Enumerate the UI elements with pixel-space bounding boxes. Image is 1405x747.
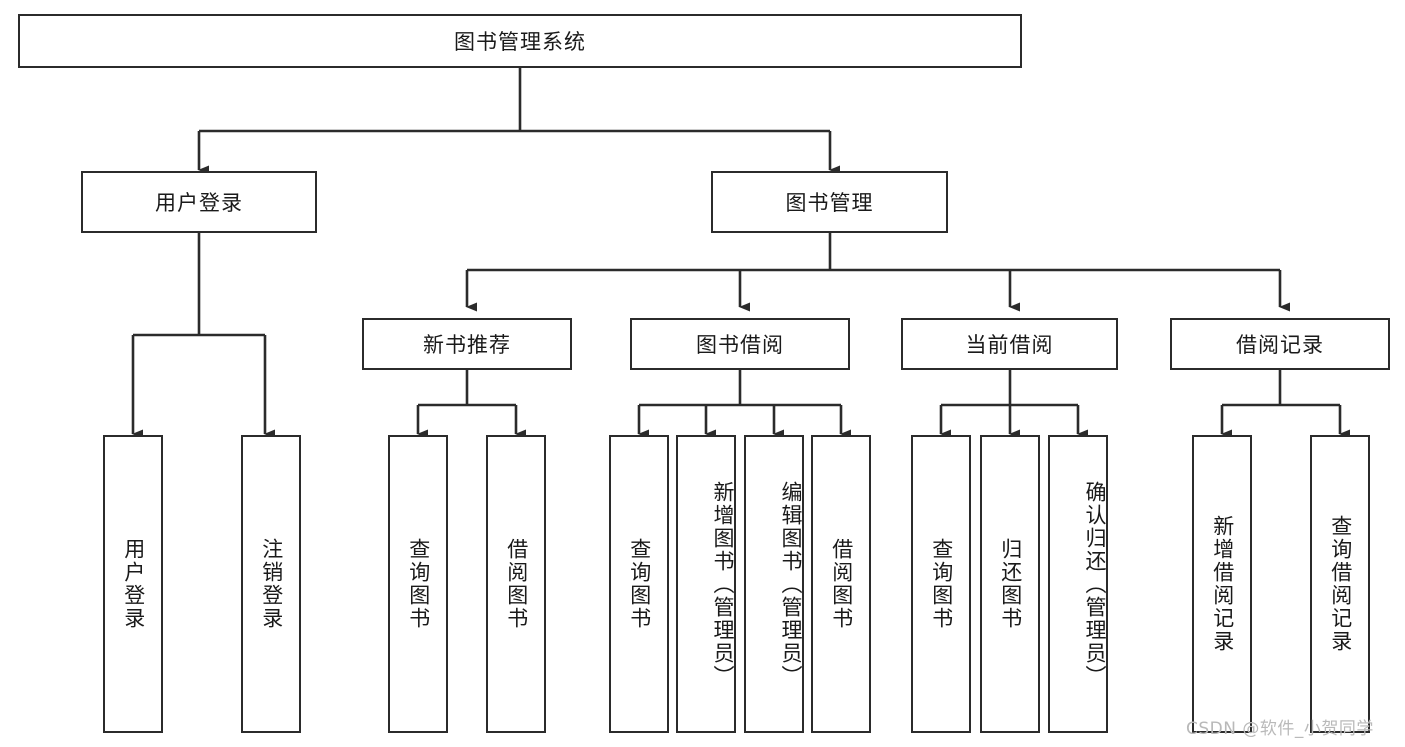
node-root[interactable]: 图书管理系统 <box>18 14 1022 68</box>
leaf-add-borrow-record[interactable]: 新增借阅记录 <box>1192 435 1252 733</box>
leaf-borrow-book-recommend[interactable]: 借阅图书 <box>486 435 546 733</box>
leaf-return-book[interactable]: 归还图书 <box>980 435 1040 733</box>
leaf-add-book[interactable]: 新增图书（管理员） <box>676 435 736 733</box>
leaf-user-login[interactable]: 用户登录 <box>103 435 163 733</box>
leaf-confirm-return[interactable]: 确认归还（管理员） <box>1048 435 1108 733</box>
node-book-borrow[interactable]: 图书借阅 <box>630 318 850 370</box>
node-user-login[interactable]: 用户登录 <box>81 171 317 233</box>
node-borrow-record[interactable]: 借阅记录 <box>1170 318 1390 370</box>
node-new-book-recommend[interactable]: 新书推荐 <box>362 318 572 370</box>
node-book-manage[interactable]: 图书管理 <box>711 171 948 233</box>
node-current-borrow[interactable]: 当前借阅 <box>901 318 1118 370</box>
leaf-edit-book[interactable]: 编辑图书（管理员） <box>744 435 804 733</box>
leaf-query-book-recommend[interactable]: 查询图书 <box>388 435 448 733</box>
leaf-borrow-book[interactable]: 借阅图书 <box>811 435 871 733</box>
leaf-query-borrow-record[interactable]: 查询借阅记录 <box>1310 435 1370 733</box>
leaf-query-book-borrow[interactable]: 查询图书 <box>609 435 669 733</box>
leaf-user-logout[interactable]: 注销登录 <box>241 435 301 733</box>
leaf-query-book-current[interactable]: 查询图书 <box>911 435 971 733</box>
